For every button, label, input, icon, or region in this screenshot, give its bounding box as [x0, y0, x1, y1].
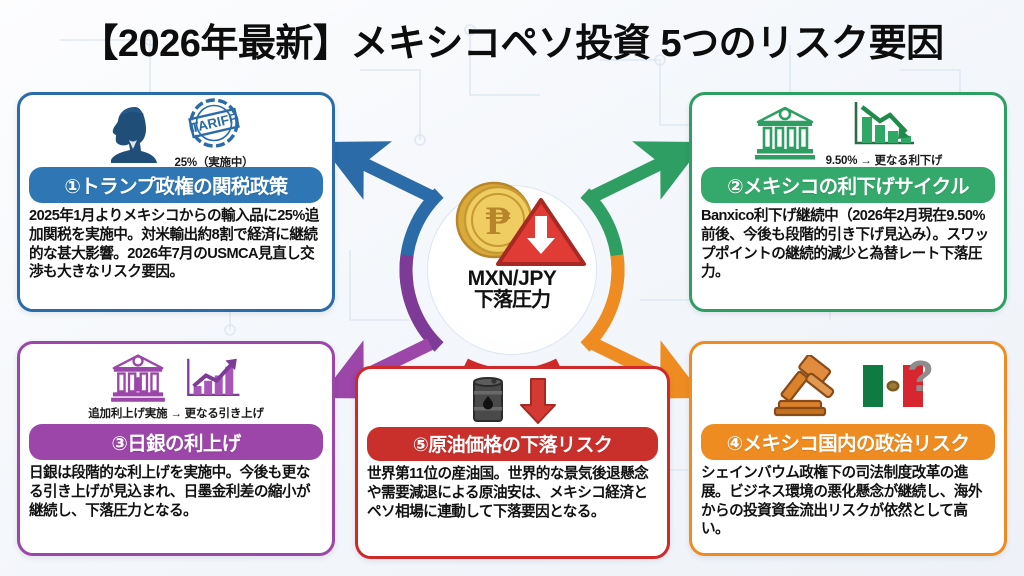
warning-triangle-down-arrow-icon — [496, 198, 586, 266]
trump-silhouette-icon — [99, 103, 165, 163]
card-5-icon-row — [367, 376, 658, 424]
page-title: 【2026年最新】メキシコペソ投資 5つのリスク要因 — [80, 22, 944, 65]
card-2-banner: ②メキシコの利下げサイクル — [701, 167, 995, 203]
risk-card-4-mexico-politics[interactable]: ? ④メキシコ国内の政治リスク シェインバウム政権下の司法制度改革の進展。ビジネ… — [689, 341, 1007, 556]
rising-bar-chart-icon — [187, 358, 240, 396]
card-2-body: Banxico利下げ継続中（2026年2月現在9.50%前後、今後も段階的引き下… — [701, 208, 989, 281]
card-2-icon-row: 9.50% → 更なる利下げ — [701, 101, 995, 167]
declining-bar-chart-block: 9.50% → 更なる利下げ — [826, 99, 943, 168]
center-hub: ₱ MXN/JPY 下落圧力 — [418, 176, 606, 364]
mexico-flag-block: ? — [863, 355, 934, 407]
hub-pair-label: MXN/JPY — [467, 267, 557, 290]
svg-text:₱: ₱ — [486, 198, 511, 243]
card-5-banner: ⑤原油価格の下落リスク — [367, 427, 658, 461]
card-3-banner: ③日銀の利上げ — [29, 424, 323, 460]
central-bank-icon — [111, 353, 165, 402]
hub-pressure-label: 下落圧力 — [473, 289, 551, 312]
oil-barrel-icon — [472, 377, 503, 422]
card-3-body: 日銀は段階的な利上げを実施中。今後も更なる引き上げが見込まれ、日墨金利差の縮小が… — [29, 465, 311, 519]
gavel-icon — [773, 355, 835, 417]
card-3-icon-row: 追加利上げ実施 → 更なる引き上げ — [29, 351, 323, 421]
hub-label: MXN/JPY 下落圧力 — [467, 267, 557, 312]
card-1-icon-row: TARIFF 25%（実施中） — [29, 97, 323, 169]
risk-card-2-mexico-rate-cuts[interactable]: 9.50% → 更なる利下げ ②メキシコの利下げサイクル Banxico利下げ継… — [689, 92, 1007, 312]
card-4-banner: ④メキシコ国内の政治リスク — [701, 424, 995, 460]
card-5-body: 世界第11位の産油国。世界的な景気後退懸念や需要減退による原油安は、メキシコ経済… — [367, 466, 649, 520]
hub-graphics: ₱ — [418, 176, 606, 272]
risk-card-1-trump-tariffs[interactable]: TARIFF 25%（実施中） ①トランプ政権の関税政策 2025年1月よりメキ… — [17, 92, 335, 312]
card-4-icon-row: ? — [701, 351, 995, 421]
card-1-banner: ①トランプ政権の関税政策 — [29, 167, 323, 203]
tariff-stamp-icon: TARIFF — [188, 97, 240, 148]
card-1-body: 2025年1月よりメキシコからの輸入品に25%追加関税を実施中。対米輸出約8割で… — [29, 208, 319, 281]
risk-card-3-boj-rate-hike[interactable]: 追加利上げ実施 → 更なる引き上げ ③日銀の利上げ 日銀は段階的な利上げを実施中… — [17, 341, 335, 556]
page-title-bar: 【2026年最新】メキシコペソ投資 5つのリスク要因 — [0, 8, 1024, 70]
card-4-body: シェインバウム政権下の司法制度改革の進展。ビジネス環境の悪化懸念が継続し、海外か… — [701, 465, 982, 538]
down-arrow-icon — [519, 378, 556, 424]
question-mark-icon: ? — [907, 352, 934, 401]
risk-card-5-oil-price-decline[interactable]: ⑤原油価格の下落リスク 世界第11位の産油国。世界的な景気後退懸念や需要減退によ… — [355, 366, 670, 559]
card-3-icon-caption: 追加利上げ実施 → 更なる引き上げ — [88, 407, 264, 420]
central-bank-icon — [754, 104, 816, 162]
declining-bar-chart-icon — [854, 101, 914, 144]
card-2-icon-caption: 9.50% → 更なる利下げ — [825, 154, 943, 167]
card-1-icon-caption: 25%（実施中） — [174, 156, 254, 169]
mexico-flag-icon — [863, 365, 923, 407]
tariff-stamp-block: TARIFF 25%（実施中） — [175, 97, 254, 170]
